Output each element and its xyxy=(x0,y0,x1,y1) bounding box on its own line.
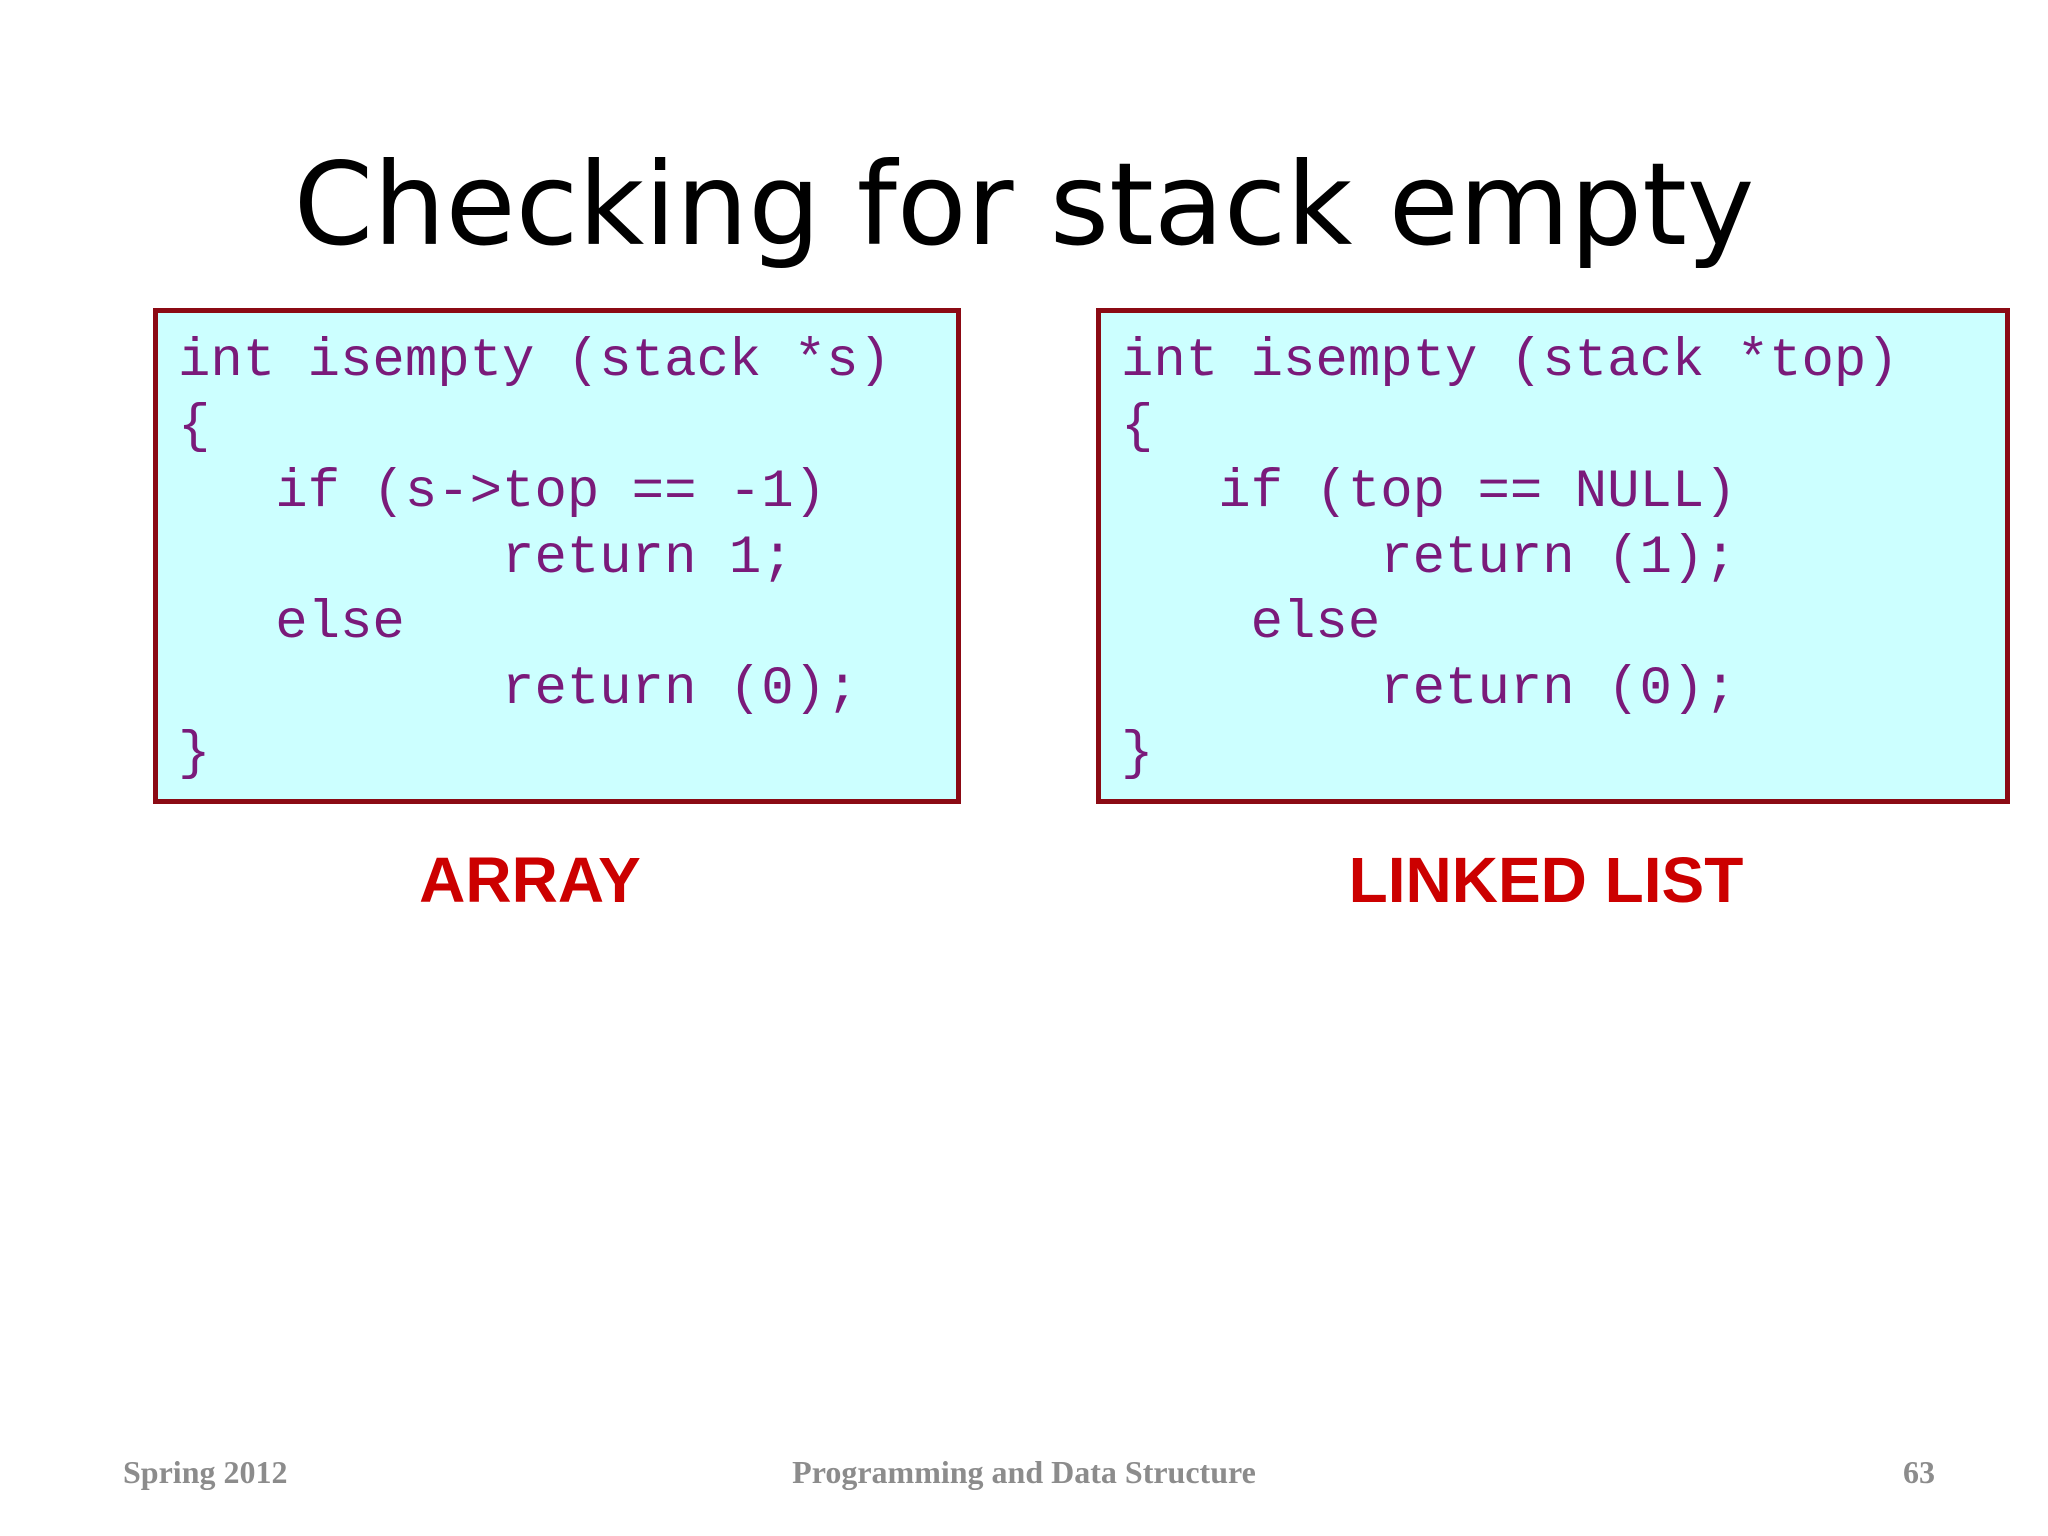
footer-page-number: 63 xyxy=(1903,1454,1935,1490)
code-line: int isempty (stack *s) xyxy=(178,331,891,392)
code-line: } xyxy=(178,724,211,785)
linked-list-caption: LINKED LIST xyxy=(1348,844,1744,916)
code-line: if (s->top == -1) xyxy=(178,462,827,523)
footer-course: Programming and Data Structure xyxy=(792,1454,1256,1490)
code-line: } xyxy=(1121,724,1154,785)
slide-title: Checking for stack empty xyxy=(293,138,1755,271)
array-caption: ARRAY xyxy=(419,844,641,916)
code-line: if (top == NULL) xyxy=(1121,462,1737,523)
code-line: return (0); xyxy=(1121,658,1737,720)
code-line: int isempty (stack *top) xyxy=(1121,331,1899,392)
code-line: else xyxy=(178,593,405,654)
array-code-box: int isempty (stack *s) { if (s->top == -… xyxy=(153,308,961,804)
code-line: return (0); xyxy=(178,658,859,720)
code-line: { xyxy=(1121,396,1154,458)
code-line: return 1; xyxy=(178,527,794,589)
code-line: return (1); xyxy=(1121,527,1737,589)
footer-term: Spring 2012 xyxy=(123,1454,288,1490)
linked-list-code-box: int isempty (stack *top) { if (top == NU… xyxy=(1096,308,2010,804)
code-line: { xyxy=(178,396,211,458)
code-line: else xyxy=(1121,593,1381,654)
